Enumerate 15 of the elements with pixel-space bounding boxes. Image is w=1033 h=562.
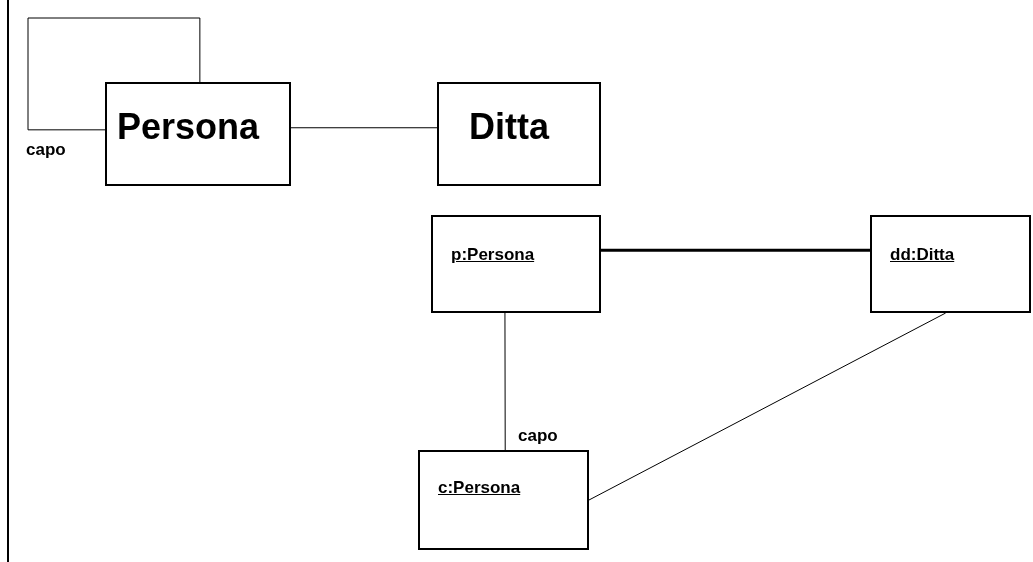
object-box	[431, 215, 601, 313]
object-name: p:Persona	[451, 245, 535, 265]
class-name: Persona	[117, 106, 260, 148]
association-line	[27, 17, 201, 131]
association-line	[601, 248, 870, 252]
object-box	[870, 215, 1031, 313]
association-line	[290, 127, 438, 129]
class-name: Ditta	[469, 106, 549, 148]
object-box	[418, 450, 589, 550]
class-box	[437, 82, 601, 186]
association-line	[504, 312, 506, 451]
object-name: dd:Ditta	[890, 245, 955, 265]
class-box	[105, 82, 291, 186]
object-name: c:Persona	[438, 478, 521, 498]
association-line	[588, 312, 947, 501]
